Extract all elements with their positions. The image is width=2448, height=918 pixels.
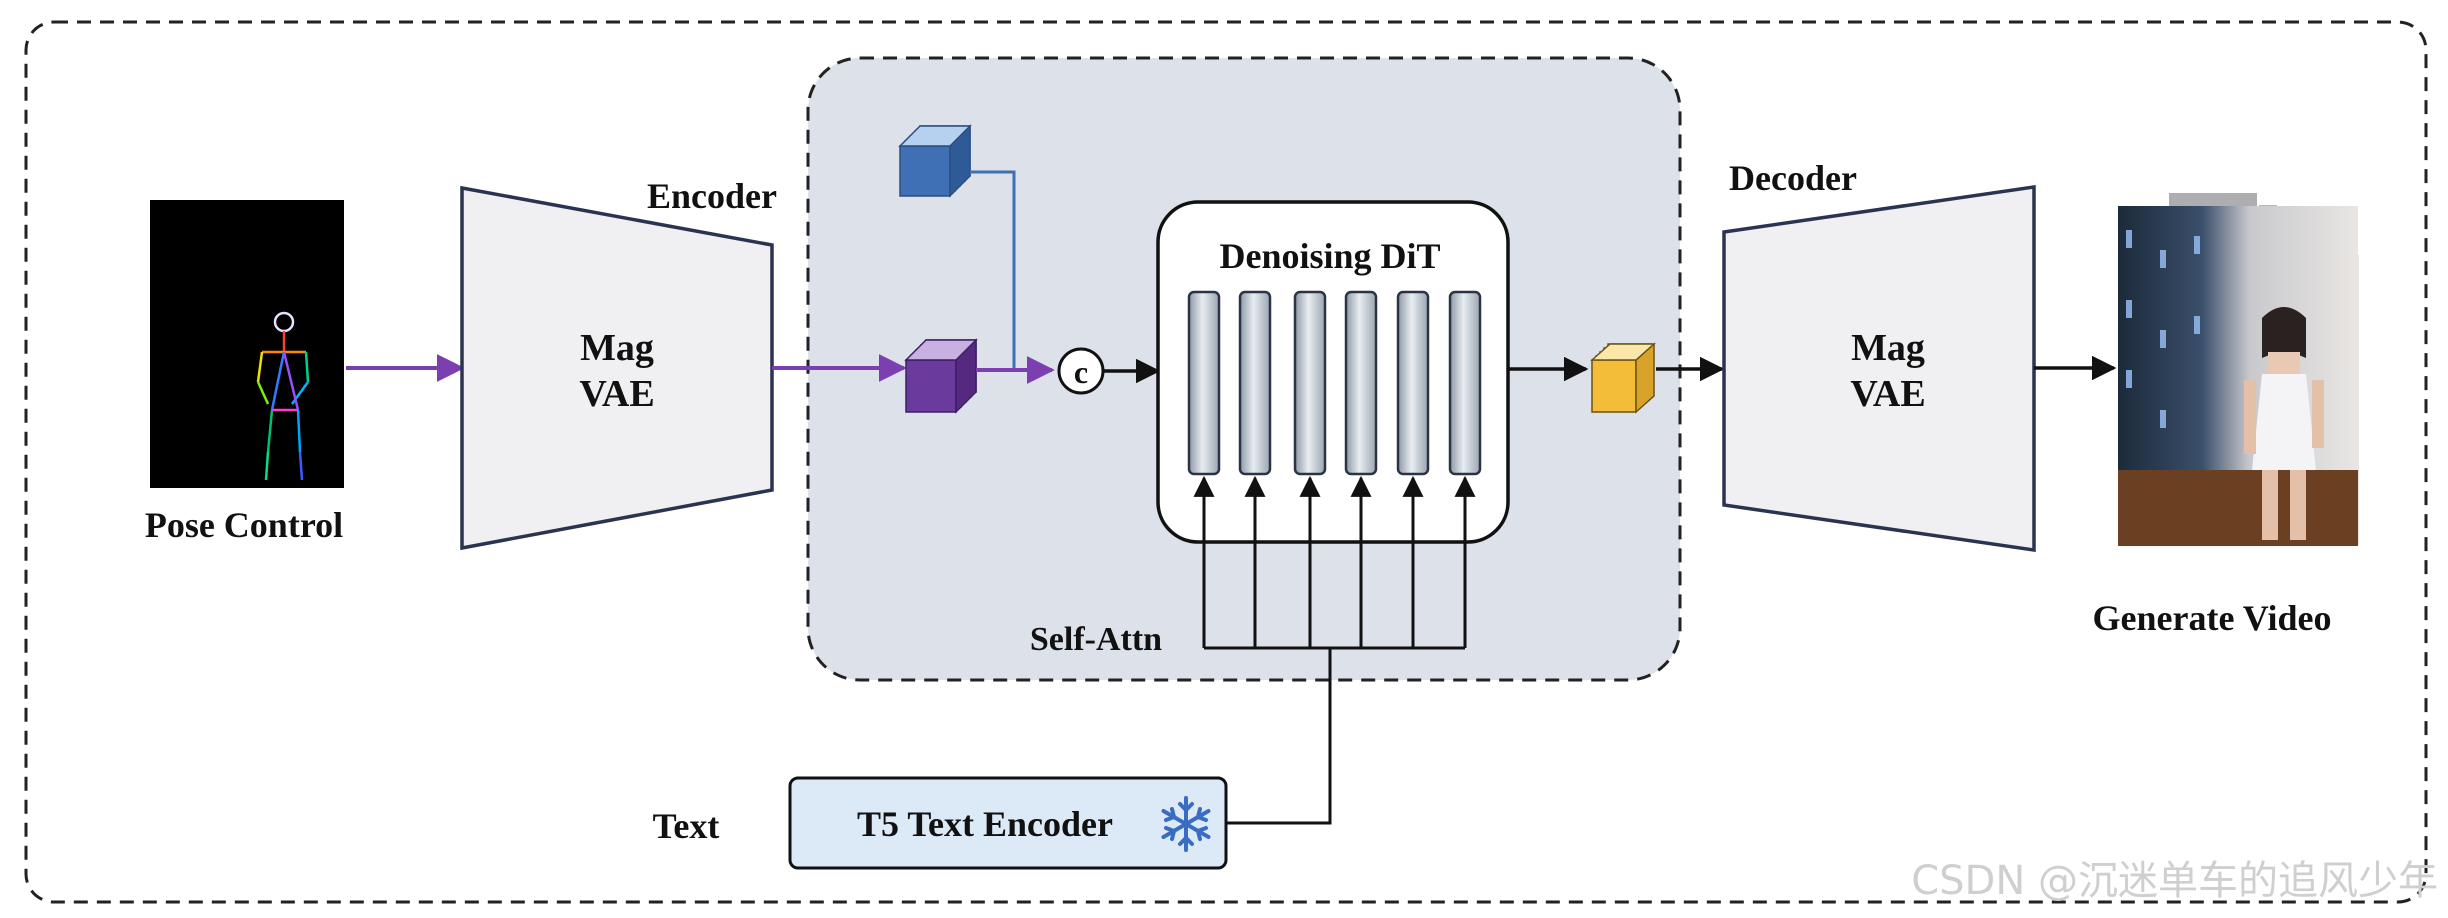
self-attn-label: Self-Attn: [1030, 621, 1162, 658]
encoder-vae-block: [460, 185, 774, 551]
t5-text-encoder-block: [788, 776, 1228, 870]
pose-skeleton: [256, 311, 310, 481]
decoder-label: Decoder: [1729, 158, 1857, 198]
encoder-label: Encoder: [647, 176, 777, 216]
decoder-vae-label-line1: Mag: [1851, 327, 1925, 369]
self-attn-arrows: [1193, 475, 1476, 650]
pose-latent-cube: [904, 338, 978, 414]
text-to-dit-line: [1226, 648, 1332, 825]
outer-frame: [24, 20, 2428, 904]
decoder-vae-block: [1722, 184, 2036, 553]
output-latent-cube: [1590, 342, 1656, 414]
text-input-label: Text: [653, 806, 720, 846]
pose-control-label: Pose Control: [145, 505, 343, 545]
watermark-text: CSDN @沉迷单车的追风少年: [1911, 858, 2438, 904]
transformer-block: [1293, 290, 1327, 476]
t5-text-encoder-label: T5 Text Encoder: [857, 804, 1113, 844]
transformer-block: [1344, 290, 1378, 476]
noise-latent-cube: [898, 124, 972, 198]
transformer-block: [1396, 290, 1430, 476]
generate-video-label: Generate Video: [2093, 598, 2332, 638]
transformer-block: [1187, 290, 1221, 476]
video-person: [2244, 307, 2324, 540]
concat-symbol: c: [1074, 354, 1088, 390]
denoising-dit-label: Denoising DiT: [1219, 236, 1440, 276]
transformer-block: [1448, 290, 1482, 476]
noise-to-concat-line: [970, 170, 1016, 370]
snowflake-icon: [1161, 796, 1211, 852]
encoder-vae-label-line2: VAE: [579, 373, 654, 415]
pose-frame-stack: [150, 200, 344, 488]
decoder-vae-label-line2: VAE: [1850, 373, 1925, 415]
transformer-block: [1238, 290, 1272, 476]
encoder-vae-label-line1: Mag: [580, 327, 654, 369]
transformer-blocks: [1187, 290, 1482, 476]
generated-video-stack: [2118, 191, 2361, 547]
